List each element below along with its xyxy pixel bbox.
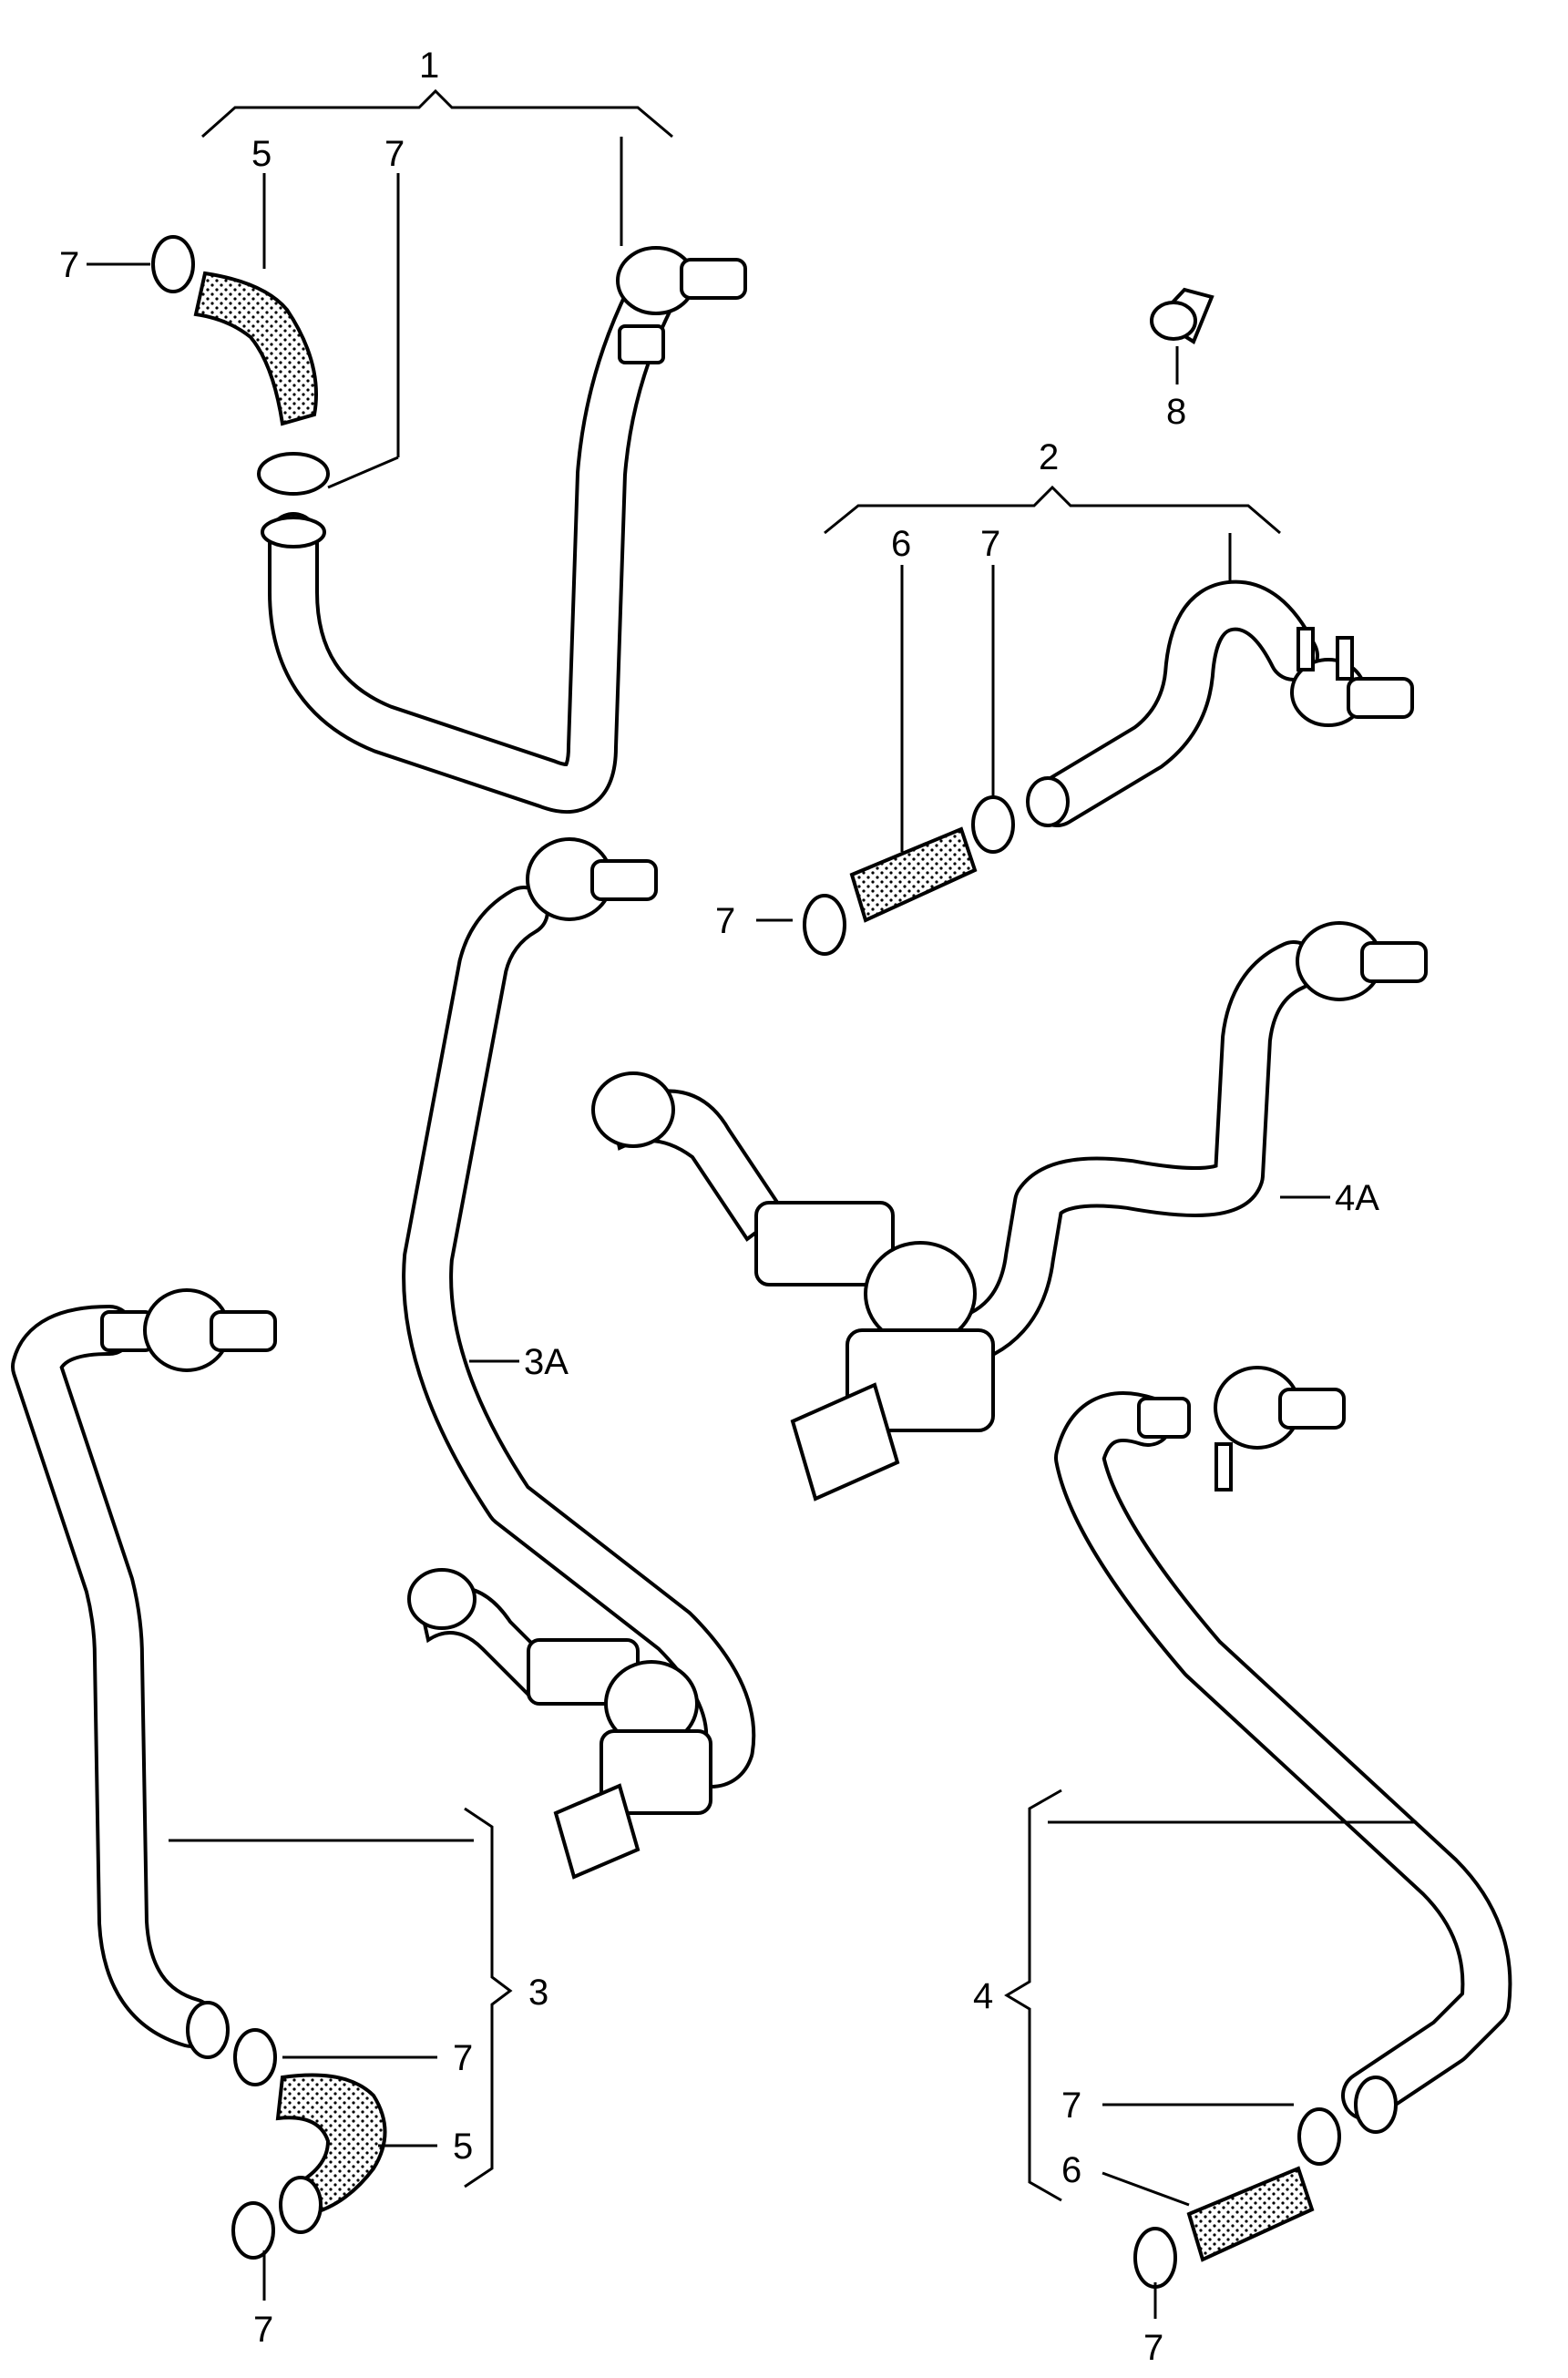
hose-assembly-1: 1 5 7 7 <box>59 46 747 814</box>
callout-7: 7 <box>715 901 735 941</box>
callout-7: 7 <box>1143 2328 1163 2368</box>
hose-assembly-4: 4 7 6 7 <box>973 1366 1512 2368</box>
callout-7: 7 <box>59 245 79 285</box>
callout-1: 1 <box>419 46 439 86</box>
hose-assembly-2: 2 6 7 7 <box>715 437 1414 956</box>
callout-8: 8 <box>1166 392 1186 432</box>
callout-6: 6 <box>1061 2150 1081 2190</box>
callout-7: 7 <box>453 2038 473 2078</box>
callout-4a: 4A <box>1335 1178 1379 1218</box>
hose-4a: 4A <box>591 921 1428 1502</box>
callout-7: 7 <box>253 2310 273 2350</box>
hose-3a: 3A <box>402 837 756 1880</box>
callout-2: 2 <box>1039 437 1059 477</box>
callout-5: 5 <box>251 134 272 174</box>
callout-7: 7 <box>1061 2086 1081 2126</box>
callout-4: 4 <box>973 1976 993 2016</box>
callout-3a: 3A <box>524 1342 569 1382</box>
callout-7: 7 <box>980 524 1000 564</box>
callout-5: 5 <box>453 2127 473 2167</box>
callout-6: 6 <box>891 524 911 564</box>
callout-3: 3 <box>528 1973 548 2013</box>
grommet-8: 8 <box>1150 287 1214 432</box>
hose-assembly-3: 3 7 5 7 <box>11 1288 548 2350</box>
callout-7: 7 <box>384 134 405 174</box>
